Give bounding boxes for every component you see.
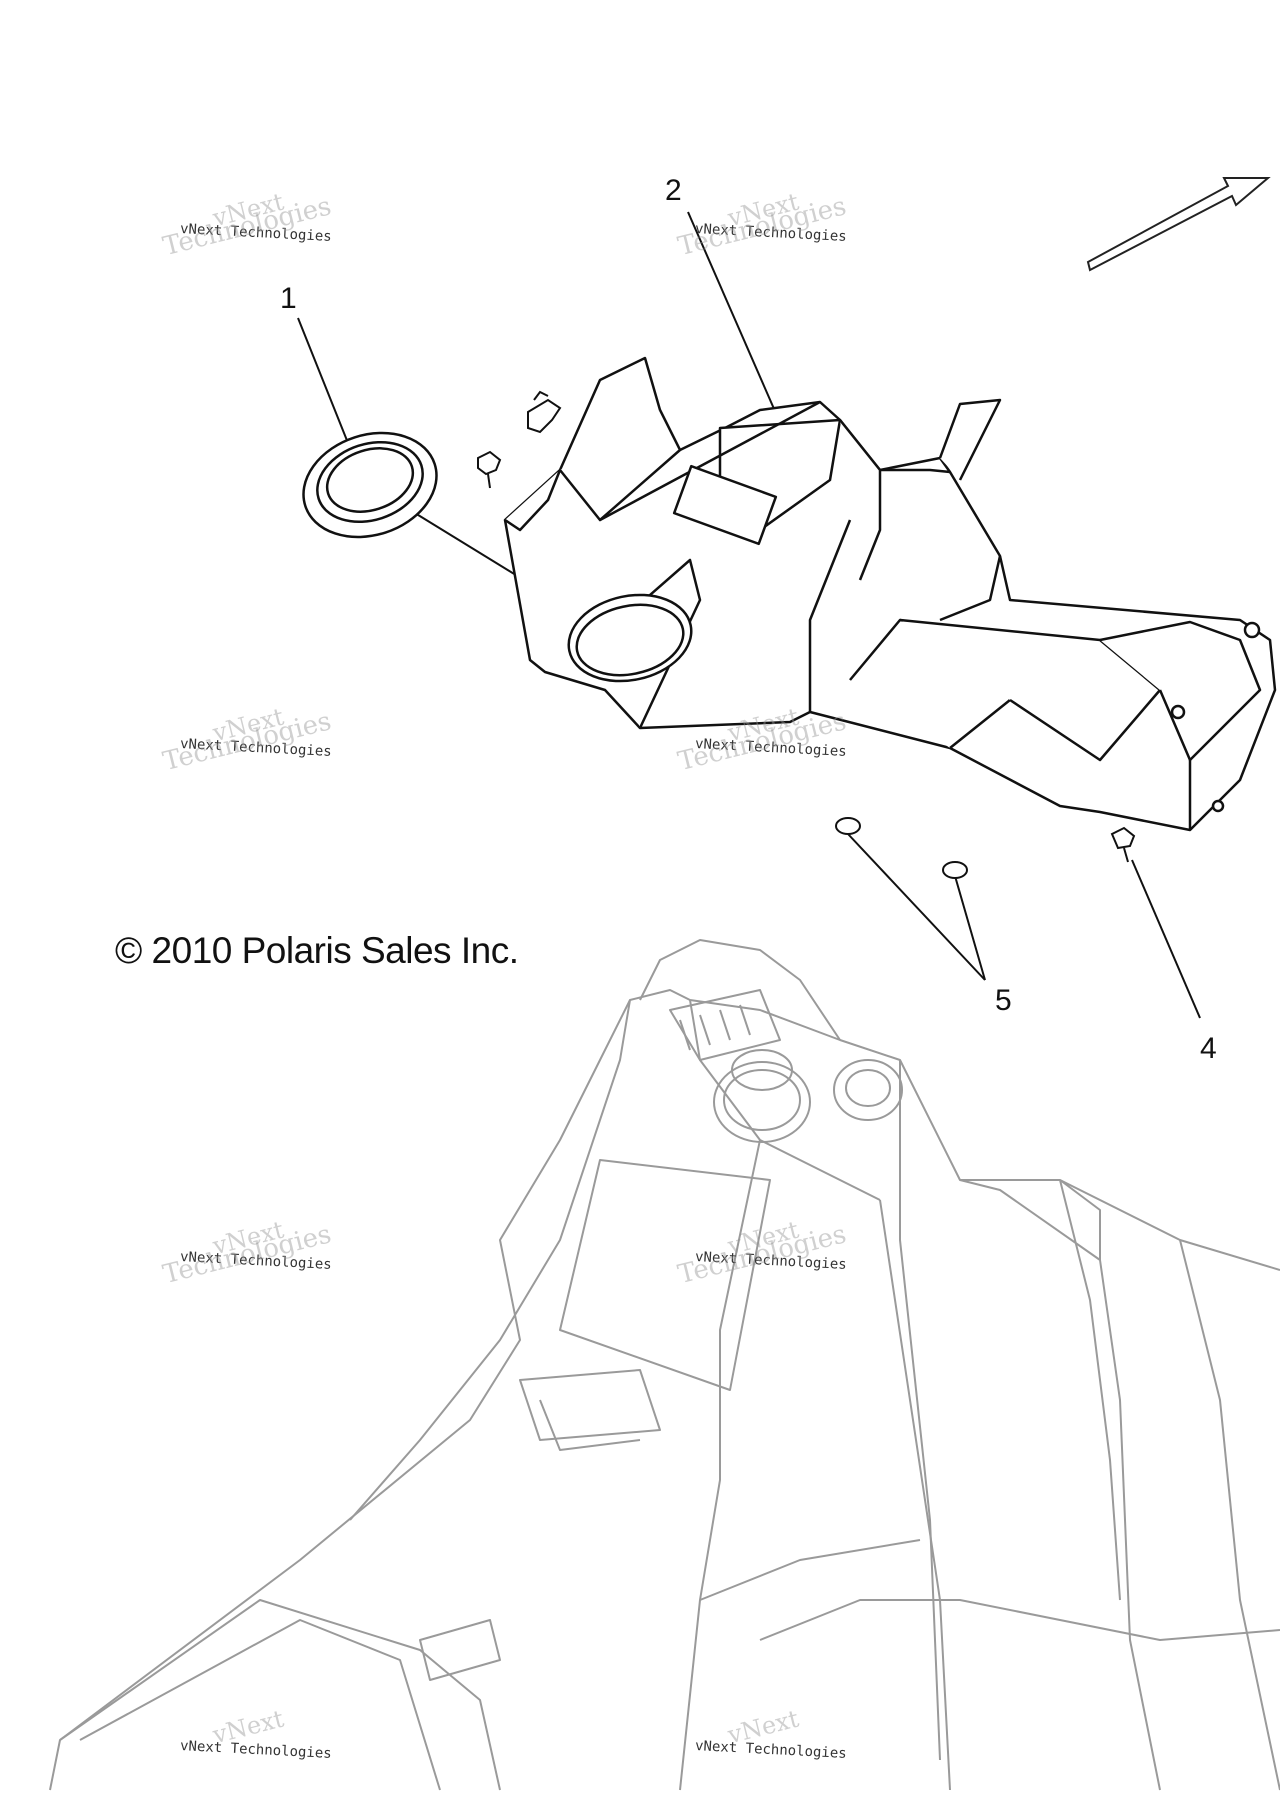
direction-arrow-icon [1086, 177, 1271, 272]
callout-4: 4 [1200, 1032, 1217, 1065]
copyright-notice: © 2010 Polaris Sales Inc. [115, 930, 519, 971]
vehicle-body-ghost [49, 939, 1280, 1791]
callout-1: 1 [280, 282, 297, 315]
fastener-clips [477, 390, 1136, 879]
part-1-grommet [302, 431, 438, 539]
callout-2: 2 [665, 174, 682, 207]
callout-5: 5 [995, 984, 1012, 1017]
part-2-cover-panel [503, 356, 1277, 832]
